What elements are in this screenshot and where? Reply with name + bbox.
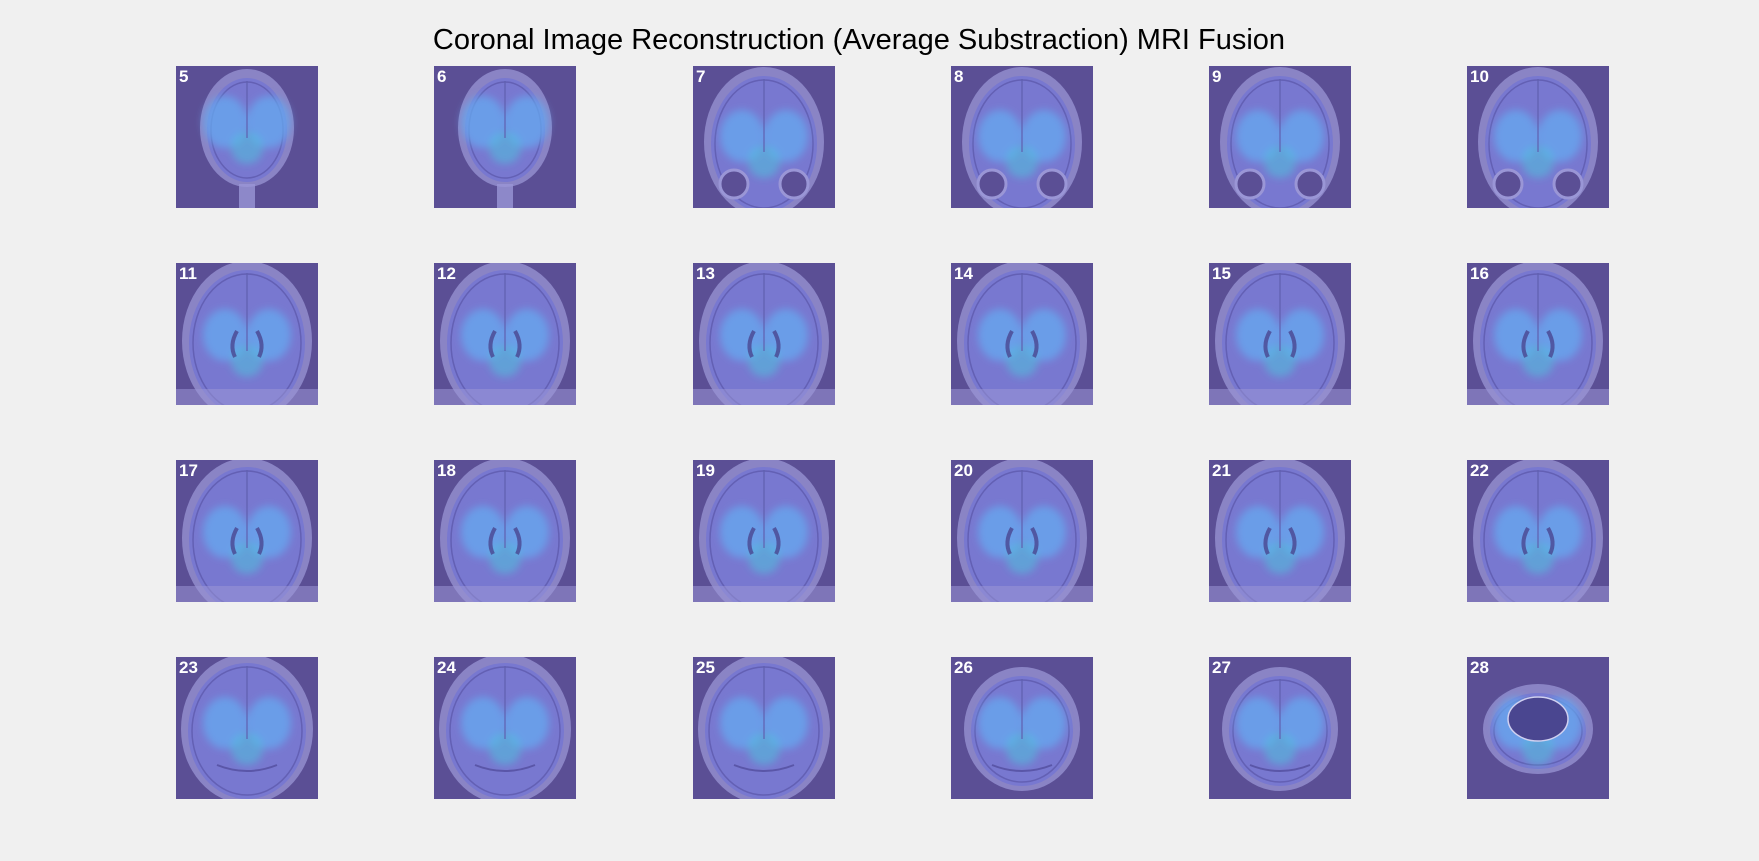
activation-overlay [461,506,549,574]
activation-overlay [1236,110,1324,178]
slice-number-label: 8 [954,67,964,86]
slice-number-label: 6 [437,67,447,86]
slice-number-label: 28 [1470,658,1489,677]
slice-number-label: 19 [696,461,715,480]
activation-overlay [720,697,808,765]
slice-image: 21 [1209,460,1351,602]
activation-overlay [1236,309,1324,377]
activation-overlay [720,506,808,574]
slice-scan [200,69,294,208]
activation-overlay [978,697,1066,765]
slice-number-label: 26 [954,658,973,677]
activation-overlay [203,697,291,765]
slice-scan [458,69,552,208]
slice-scan [693,263,835,405]
slice-image: 25 [693,657,835,799]
slice-image: 24 [434,657,576,799]
slice-number-label: 27 [1212,658,1231,677]
slice-number-label: 23 [179,658,198,677]
activation-overlay [461,96,549,164]
slice-scan [176,460,318,602]
activation-overlay [461,697,549,765]
slice-number-label: 14 [954,264,973,283]
slice-number-label: 25 [696,658,715,677]
slice-image: 20 [951,460,1093,602]
slice-number-label: 7 [696,67,706,86]
slice-scan [962,67,1082,208]
slice-scan [434,263,576,405]
activation-overlay [1494,110,1582,178]
slice-scan [1222,667,1338,791]
slice-scan [1209,263,1351,405]
slice-scan [1478,67,1598,208]
activation-overlay [203,96,291,164]
slice-image: 16 [1467,263,1609,405]
slice-image: 5 [176,66,318,208]
slice-number-label: 24 [437,658,456,677]
slice-number-label: 12 [437,264,456,283]
slice-scan [964,667,1080,791]
slice-scan [1220,67,1340,208]
figure-title: Coronal Image Reconstruction (Average Su… [432,24,1286,56]
slice-number-label: 18 [437,461,456,480]
activation-overlay [978,506,1066,574]
slice-image: 7 [693,66,835,208]
slice-scan [1209,460,1351,602]
slice-image: 14 [951,263,1093,405]
slice-image: 19 [693,460,835,602]
slice-image: 12 [434,263,576,405]
slice-image: 13 [693,263,835,405]
slice-scan [693,460,835,602]
slice-number-label: 11 [179,264,197,283]
slice-scan [434,460,576,602]
slice-image: 28 [1467,657,1609,799]
slice-number-label: 17 [179,461,198,480]
slice-image: 22 [1467,460,1609,602]
slice-scan [1467,460,1609,602]
activation-overlay [1494,506,1582,574]
slice-scan [181,657,313,799]
slice-number-label: 16 [1470,264,1489,283]
slice-scan [176,263,318,405]
slice-image: 11 [176,263,318,405]
slice-image: 6 [434,66,576,208]
slice-scan [951,263,1093,405]
slice-image: 18 [434,460,576,602]
slice-image: 10 [1467,66,1609,208]
slice-scan [439,657,571,799]
slice-scan [1483,684,1593,774]
slice-number-label: 21 [1212,461,1231,480]
activation-overlay [978,110,1066,178]
slice-number-label: 10 [1470,67,1489,86]
activation-overlay [203,506,291,574]
activation-overlay [1236,697,1324,765]
slice-image: 17 [176,460,318,602]
slice-number-label: 13 [696,264,715,283]
activation-overlay [461,309,549,377]
slice-number-label: 15 [1212,264,1231,283]
slice-number-label: 22 [1470,461,1489,480]
activation-overlay [1494,309,1582,377]
activation-overlay [720,110,808,178]
slice-number-label: 5 [179,67,189,86]
slice-image: 23 [176,657,318,799]
slice-number-label: 20 [954,461,973,480]
slice-scan [951,460,1093,602]
slice-scan [704,67,824,208]
slice-image: 15 [1209,263,1351,405]
activation-overlay [720,309,808,377]
slice-scan [1467,263,1609,405]
slice-image: 8 [951,66,1093,208]
slice-image: 9 [1209,66,1351,208]
slice-image: 27 [1209,657,1351,799]
activation-overlay [203,309,291,377]
slice-number-label: 9 [1212,67,1222,86]
activation-overlay [978,309,1066,377]
slice-image: 26 [951,657,1093,799]
slice-scan [698,657,830,799]
activation-overlay [1236,506,1324,574]
